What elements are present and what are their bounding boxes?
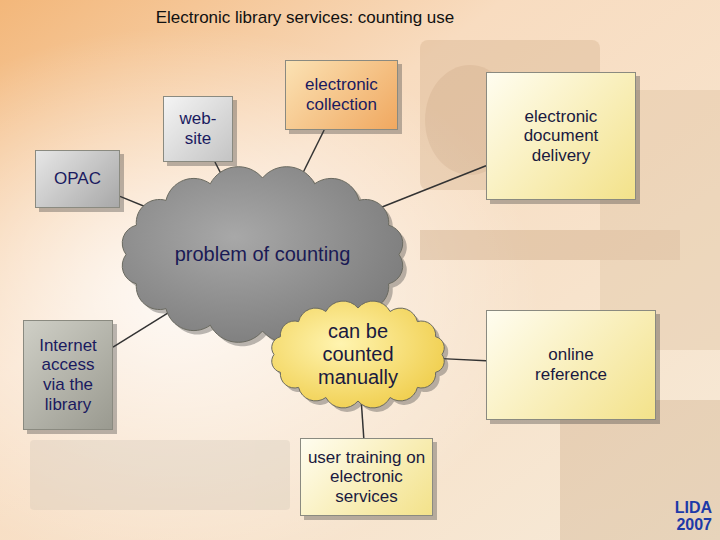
service-box: online reference [486,310,656,420]
connector-line [374,166,486,211]
node-text: web-site [168,109,228,148]
service-box: electronic document delivery [486,72,636,200]
service-box: electronic collection [285,60,398,130]
node-text: Internet access via the library [30,336,106,414]
node-text: can be counted manually [302,320,414,389]
connector-line [361,401,364,438]
cloud-shape [272,301,445,408]
service-box: web-site [163,96,233,162]
connector-line [113,311,171,347]
node-text: electronic document delivery [501,107,621,166]
service-box: Internet access via the library [23,320,113,430]
connector-line [442,359,486,361]
slide-title: Electronic library services: counting us… [100,8,510,28]
computer-illustration [30,40,720,540]
node-text: OPAC [54,169,101,189]
manual-count-cloud: can be counted manually [258,292,458,417]
node-text: problem of counting [175,243,351,266]
service-box: OPAC [35,150,120,208]
node-text: electronic collection [291,75,392,114]
node-text: user training on electronic services [307,448,426,507]
service-box: user training on electronic services [300,438,433,516]
node-text: online reference [527,345,615,384]
logo-label: LIDA 2007 [664,500,712,534]
